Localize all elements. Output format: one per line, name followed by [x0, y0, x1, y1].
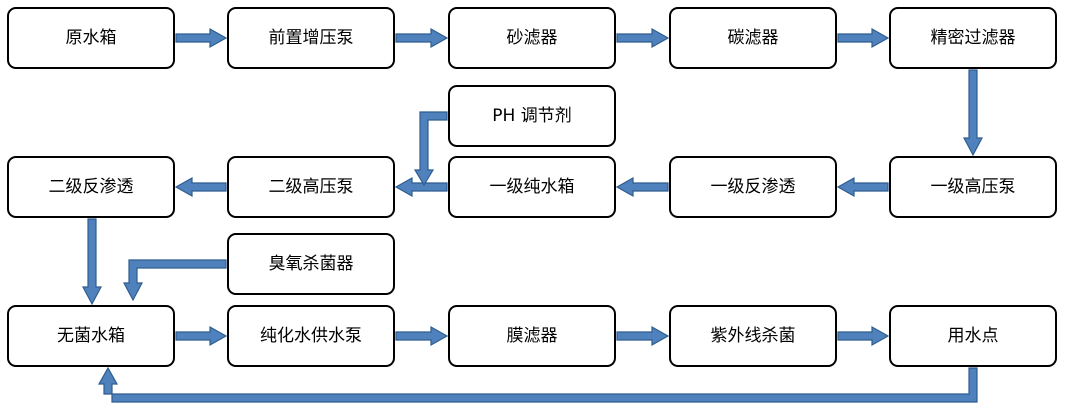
arrow-stage1-ro-to-pure-tank [615, 176, 669, 198]
node-precision-filter: 精密过滤器 [889, 7, 1057, 69]
arrow-uv-sterilizer-to-use-point [837, 325, 890, 347]
node-uv-sterilizer: 紫外线杀菌 [669, 305, 837, 367]
svg-text:二级反渗透: 二级反渗透 [49, 177, 134, 197]
node-stage1-ro: 一级反渗透 [669, 156, 837, 218]
arrow-stage2-ro-to-sterile-tank [82, 218, 102, 306]
svg-text:一级高压泵: 一级高压泵 [931, 177, 1016, 197]
node-sterile-tank: 无菌水箱 [7, 305, 175, 367]
svg-text:原水箱: 原水箱 [66, 28, 117, 48]
node-raw-tank: 原水箱 [7, 7, 175, 69]
arrow-use-point-return-to-sterile-tank [97, 366, 978, 403]
node-stage2-hp-pump: 二级高压泵 [227, 156, 395, 218]
arrow-stage2-pump-to-stage2-ro [174, 176, 227, 198]
svg-text:二级高压泵: 二级高压泵 [269, 177, 354, 197]
svg-text:砂滤器: 砂滤器 [507, 28, 558, 48]
node-ph-regulator: PH 调节剂 [448, 85, 616, 147]
arrow-pre-pump-to-sand-filter [395, 27, 449, 49]
svg-text:紫外线杀菌: 紫外线杀菌 [711, 326, 796, 346]
arrow-raw-tank-to-pre-pump [175, 27, 228, 49]
svg-text:膜滤器: 膜滤器 [507, 326, 558, 346]
arrow-precision-filter-to-stage1-pump [963, 69, 983, 157]
arrow-ozone-to-sterile-tank [123, 259, 227, 302]
svg-text:用水点: 用水点 [948, 326, 999, 346]
node-pure-supply-pump: 纯化水供水泵 [227, 305, 395, 367]
svg-text:一级纯水箱: 一级纯水箱 [490, 177, 575, 197]
arrow-ph-regulator-to-stage2-pump [413, 111, 448, 187]
arrow-pure-tank-to-stage2-pump [394, 176, 448, 198]
arrow-supply-pump-to-membrane-filter [395, 325, 449, 347]
arrow-membrane-to-uv-sterilizer [616, 325, 670, 347]
node-stage1-pure-tank: 一级纯水箱 [448, 156, 616, 218]
svg-text:一级反渗透: 一级反渗透 [711, 177, 796, 197]
svg-text:PH 调节剂: PH 调节剂 [492, 106, 571, 126]
node-use-point: 用水点 [889, 305, 1057, 367]
svg-text:臭氧杀菌器: 臭氧杀菌器 [269, 254, 354, 274]
svg-text:纯化水供水泵: 纯化水供水泵 [260, 326, 362, 346]
node-pre-booster-pump: 前置增压泵 [227, 7, 395, 69]
arrow-carbon-to-precision-filter [837, 27, 890, 49]
node-stage2-ro: 二级反渗透 [7, 156, 175, 218]
node-sand-filter: 砂滤器 [448, 7, 616, 69]
node-stage1-hp-pump: 一级高压泵 [889, 156, 1057, 218]
arrow-sand-to-carbon-filter [616, 27, 670, 49]
svg-text:前置增压泵: 前置增压泵 [269, 28, 354, 48]
svg-text:碳滤器: 碳滤器 [728, 28, 779, 48]
svg-text:无菌水箱: 无菌水箱 [57, 326, 125, 346]
svg-text:精密过滤器: 精密过滤器 [931, 28, 1016, 48]
node-ozone-sterilizer: 臭氧杀菌器 [227, 233, 395, 295]
arrow-sterile-tank-to-supply-pump [175, 325, 228, 347]
arrow-stage1-pump-to-stage1-ro [836, 176, 889, 198]
node-membrane-filter: 膜滤器 [448, 305, 616, 367]
node-carbon-filter: 碳滤器 [669, 7, 837, 69]
